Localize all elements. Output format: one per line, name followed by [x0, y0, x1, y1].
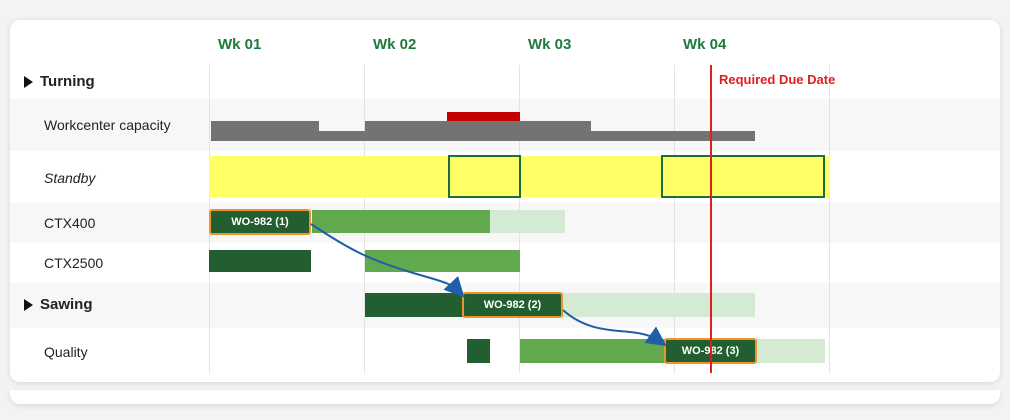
dependency-arrow-2 — [562, 309, 667, 347]
group-turning[interactable]: Turning — [24, 73, 95, 90]
due-date-label: Required Due Date — [719, 72, 836, 87]
ctx400-progress-bar — [312, 210, 490, 233]
capacity-bar — [365, 121, 591, 141]
capacity-bar — [319, 131, 365, 141]
week-header-4: Wk 04 — [683, 36, 727, 53]
sawing-light-bar — [562, 293, 755, 317]
ctx2500-mid-bar — [365, 250, 520, 272]
grid-line-wk04 — [674, 65, 675, 373]
dependency-arrow-1 — [310, 223, 465, 298]
task-wo-982-2[interactable]: WO-982 (2) — [462, 292, 563, 318]
task-wo-982-1[interactable]: WO-982 (1) — [209, 209, 311, 235]
capacity-bar — [591, 131, 755, 141]
row-label-quality: Quality — [44, 344, 88, 360]
week-header-1: Wk 01 — [218, 36, 262, 53]
group-sawing[interactable]: Sawing — [24, 296, 93, 313]
quality-dark-bar — [467, 339, 490, 363]
quality-mid-bar — [520, 339, 666, 363]
group-turning-label: Turning — [40, 73, 95, 90]
week-header-2: Wk 02 — [373, 36, 417, 53]
row-label-standby: Standby — [44, 170, 96, 186]
expand-triangle-icon[interactable] — [24, 75, 33, 88]
gantt-chart: Wk 01 Wk 02 Wk 03 Wk 04 Turning Workcent… — [10, 20, 1000, 382]
row-label-ctx2500: CTX2500 — [44, 255, 104, 271]
grid-line-end — [829, 65, 830, 373]
card-footer-shadow — [10, 390, 1000, 404]
due-date-line — [710, 65, 712, 373]
row-label-ctx400: CTX400 — [44, 215, 96, 231]
ctx2500-dark-bar — [209, 250, 311, 272]
week-header-3: Wk 03 — [528, 36, 572, 53]
standby-window[interactable] — [661, 155, 825, 198]
standby-window[interactable] — [448, 155, 521, 198]
capacity-overload-bar — [447, 112, 520, 121]
dependency-arrows — [310, 223, 667, 347]
group-sawing-label: Sawing — [40, 296, 93, 313]
row-label-workcenter-capacity: Workcenter capacity — [44, 117, 171, 133]
capacity-bar — [211, 121, 319, 141]
expand-triangle-icon[interactable] — [24, 298, 33, 311]
quality-light-bar — [755, 339, 825, 363]
